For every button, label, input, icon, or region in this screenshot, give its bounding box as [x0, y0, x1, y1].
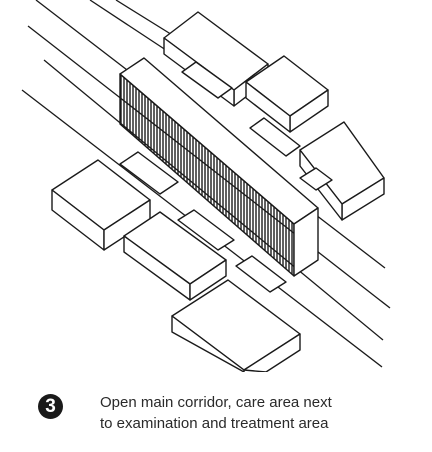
building-block-front — [245, 81, 291, 133]
upper-blocks — [163, 11, 385, 221]
caption-number-badge: 3 — [38, 394, 63, 419]
lower-blocks — [51, 151, 301, 372]
connector-block — [181, 61, 233, 99]
caption-line-1: Open main corridor, care area next — [100, 394, 332, 411]
connector-block — [299, 167, 333, 191]
main-corridor — [119, 57, 319, 277]
caption: 3 Open main corridor, care area next to … — [38, 384, 418, 444]
connector-block — [177, 209, 235, 251]
connector-block — [119, 151, 179, 195]
building-block-side — [189, 259, 227, 301]
connector-block — [249, 117, 301, 157]
connector-block — [235, 255, 287, 293]
caption-line-2: to examination and treatment area — [100, 415, 329, 432]
corridor-end — [293, 207, 319, 277]
building-block-front — [171, 315, 245, 372]
building-block-side — [243, 333, 301, 372]
corridor-axonometric-diagram — [21, 0, 391, 372]
